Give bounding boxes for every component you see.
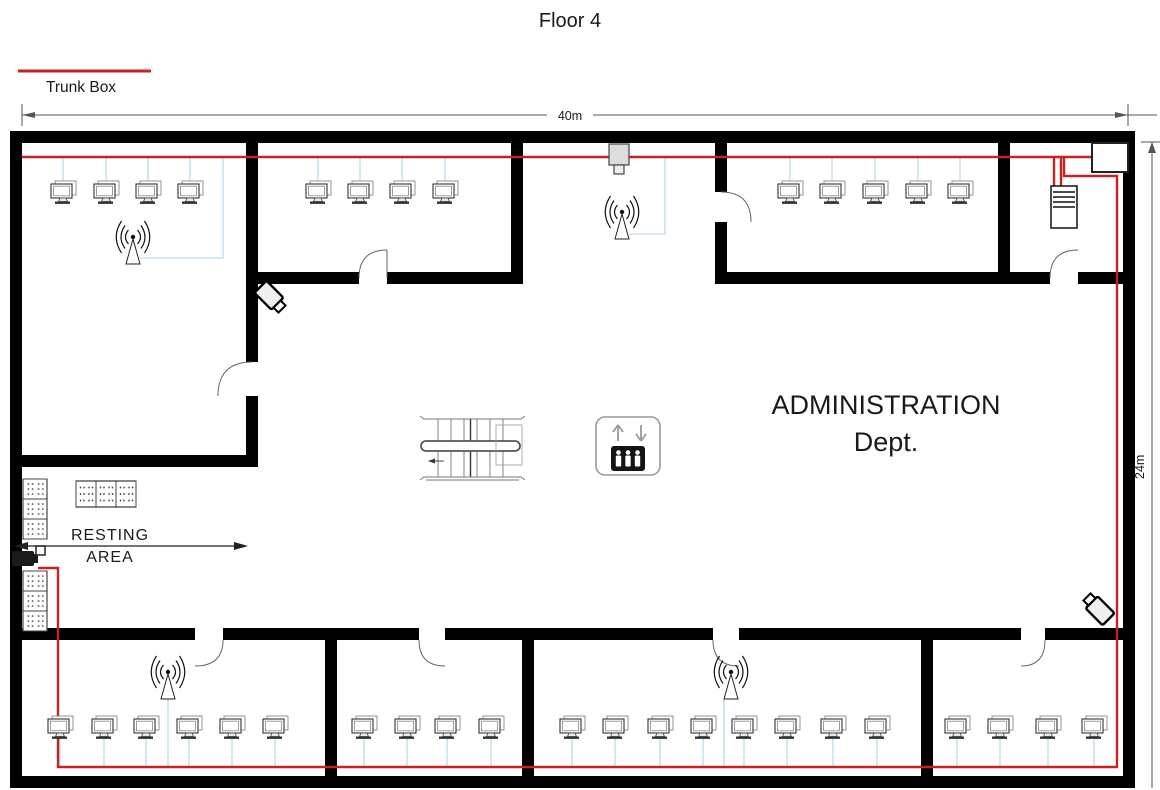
cables-bottom-room-1 [59,739,276,767]
trunk-cabling [22,155,1119,769]
computer-icon [219,715,246,740]
trunk-server-branch [1052,157,1063,186]
elevator-person-icon [615,450,622,467]
computer-icon [559,715,586,740]
computer-icon [176,715,203,740]
computer-icon [820,715,847,740]
computer-icon [947,180,974,205]
security-camera-icon [12,545,46,566]
door-bottom-room-2 [418,639,446,667]
computer-icon [647,715,674,740]
cables-bottom-room-2 [363,739,492,767]
door-bottom-room-4 [1020,639,1046,667]
wifi-antenna-icon [150,655,186,700]
door-server-room [1049,249,1079,279]
elevator-icon [595,416,661,476]
computer-icon [774,715,801,740]
resting-area-label-line2: AREA [86,549,134,566]
computer-icon [944,715,971,740]
computer-icon [731,715,758,740]
computer-icon [394,715,421,740]
computer-icon [1081,715,1108,740]
security-camera-icon [253,279,290,316]
computer-icon [987,715,1014,740]
door-top-middle-room [358,249,388,279]
room-top-middle-computers [305,180,459,205]
computer-icon [819,180,846,205]
administration-label-line1: ADMINISTRATION [772,390,1001,420]
width-dimension-label: 40m [558,109,582,123]
room-top-left-computers [50,180,204,205]
wifi-antenna-icon [713,655,749,700]
legend-label: Trunk Box [46,79,116,96]
computer-icon [862,180,889,205]
computer-icon [389,180,416,205]
elevator-arrows [612,424,647,442]
cable-wifi-top-left [140,157,224,259]
security-camera-icon [1079,590,1116,627]
walls [10,131,1135,788]
height-dimension [1141,141,1160,788]
computer-icon [262,715,289,740]
cable-wifi-hall [629,157,666,235]
bottom-room-3-computers [559,715,891,740]
computer-icon [478,715,505,740]
computer-icon [864,715,891,740]
cables-top-middle-office [317,157,446,181]
wifi-antenna-icon [604,195,640,240]
computer-icon [777,180,804,205]
cables-top-left-office [62,157,191,181]
computer-icon [305,180,332,205]
network-cables [59,157,1095,767]
computer-icon [347,180,374,205]
security-camera-icon [608,143,630,175]
page-title: Floor 4 [539,10,601,32]
bottom-room-4-computers [944,715,1108,740]
computer-icon [1035,715,1062,740]
computer-icon [351,715,378,740]
administration-label-line2: Dept. [854,427,919,457]
computer-icon [50,180,77,205]
elevator-person-icon [634,450,641,467]
computer-icon [434,715,461,740]
computer-icon [135,180,162,205]
computer-icon [93,180,120,205]
height-dimension-label: 24m [1133,455,1147,479]
computer-icon [47,715,74,740]
resting-area-label-line1: RESTING [71,527,149,544]
computer-icon [91,715,118,740]
width-dimension [21,104,1157,126]
trunk-box [1091,142,1129,173]
door-top-right-room [720,191,752,223]
room-top-right-computers [777,180,974,205]
door-top-left-room [217,361,253,397]
computer-icon [133,715,160,740]
computer-icon [177,180,204,205]
doors [194,191,1079,667]
cables-top-right-office [789,157,961,181]
resting-area-annotation [14,542,248,550]
computer-icon [905,180,932,205]
bottom-room-2-computers [351,715,505,740]
door-bottom-room-1 [194,639,224,667]
cables-bottom-room-3 [571,739,878,767]
computer-icon [602,715,629,740]
computer-icon [432,180,459,205]
trunk-ring-run [38,157,1119,769]
door-bottom-room-3 [712,639,740,667]
server-icon [1050,185,1078,229]
computer-icon [690,715,717,740]
cables-bottom-room-4 [956,739,1095,767]
elevator-person-icon [625,450,631,467]
legend: Trunk Box [18,69,151,96]
stairs-icon [419,415,526,481]
